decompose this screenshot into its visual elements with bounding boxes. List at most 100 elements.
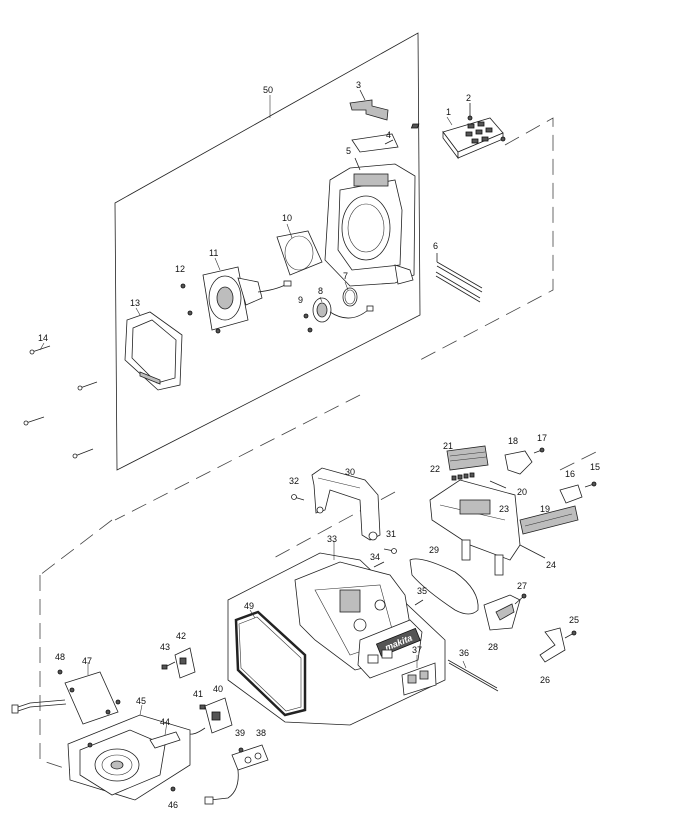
- callout-44: 44: [160, 717, 170, 727]
- part-29-seal: [409, 558, 479, 615]
- callout-31: 31: [386, 529, 396, 539]
- part-20-pin: [489, 480, 507, 489]
- assembly-50-outline: [114, 32, 421, 471]
- callout-38: 38: [256, 728, 266, 738]
- callout-15: 15: [590, 462, 600, 472]
- part-27-screw: [514, 593, 527, 605]
- callout-29: 29: [429, 545, 439, 555]
- part-12-screw: [180, 283, 186, 289]
- part-43-connector: [161, 661, 176, 670]
- part-46-screw: [87, 742, 176, 792]
- callout-1: 1: [446, 107, 451, 117]
- callout-30: 30: [345, 467, 355, 477]
- part-25-screw: [564, 630, 577, 639]
- part-11-woofer: [187, 266, 292, 334]
- callout-18: 18: [508, 436, 518, 446]
- part-26-clip: [539, 627, 566, 663]
- callout-36: 36: [459, 648, 469, 658]
- callout-41: 41: [193, 689, 203, 699]
- callout-3: 3: [356, 80, 361, 90]
- callout-47: 47: [82, 656, 92, 666]
- part-13-rear-cover: [124, 311, 183, 391]
- callout-33: 33: [327, 534, 337, 544]
- guide-lines: [39, 117, 601, 771]
- callout-37: 37: [412, 645, 422, 655]
- callout-6: 6: [433, 241, 438, 251]
- assembly-33-outline: [227, 552, 446, 726]
- part-38-jack-module: [204, 744, 269, 805]
- part-19-strip: [519, 505, 579, 535]
- callout-42: 42: [176, 631, 186, 641]
- part-24-pin: [519, 544, 546, 559]
- part-9-screw: [303, 313, 313, 333]
- leader-lines: [39, 95, 467, 736]
- part-48-screw: [57, 669, 121, 705]
- part-36-rod: [447, 659, 499, 692]
- part-10-gasket: [276, 230, 323, 276]
- part-45-battery-module: [79, 729, 166, 796]
- callout-43: 43: [160, 642, 170, 652]
- callout-16: 16: [565, 469, 575, 479]
- callout-8: 8: [318, 286, 323, 296]
- part-21-grille: [446, 445, 489, 471]
- part-6-cable-ties: [435, 253, 483, 303]
- callout-7: 7: [343, 271, 348, 281]
- callout-5: 5: [346, 146, 351, 156]
- callout-14: 14: [38, 333, 48, 343]
- part-22-parts: [451, 472, 475, 481]
- part-8-tweeter: [312, 297, 374, 323]
- callout-9: 9: [298, 295, 303, 305]
- callout-11: 11: [209, 248, 218, 258]
- part-1-control-panel: [410, 117, 504, 160]
- callout-45: 45: [136, 696, 146, 706]
- part-5-front-housing: [324, 157, 416, 287]
- part-callouts: 1 2 3 4 5 6 7 8 9 10 11 12 13 14 15 16 1…: [38, 80, 600, 810]
- callout-40: 40: [213, 684, 223, 694]
- callout-17: 17: [537, 433, 547, 443]
- part-7-ring: [342, 287, 358, 307]
- callout-10: 10: [282, 213, 292, 223]
- part-15-screw: [584, 481, 597, 488]
- part-14-screws: [23, 345, 98, 459]
- part-16-bracket: [559, 484, 583, 504]
- callout-49: 49: [244, 601, 254, 611]
- part-18-latch: [504, 450, 533, 475]
- part-2-screw: [467, 103, 506, 142]
- part-23-battery-housing: [429, 479, 521, 576]
- part-47-amp-board: [11, 671, 119, 725]
- callout-2: 2: [466, 93, 471, 103]
- callout-46: 46: [168, 800, 178, 810]
- callout-35: 35: [417, 586, 427, 596]
- part-31-screw: [383, 548, 397, 554]
- part-37-switch-block: [401, 662, 437, 696]
- callout-19: 19: [540, 504, 550, 514]
- part-42-board: [174, 647, 196, 679]
- part-39-screw: [238, 747, 244, 753]
- part-40-board: [189, 697, 233, 735]
- callout-20: 20: [517, 487, 527, 497]
- part-30-handle: [311, 467, 381, 541]
- part-35-screw: [414, 599, 424, 606]
- callout-4: 4: [386, 130, 391, 140]
- part-41-connector: [199, 704, 206, 710]
- part-32-screw: [291, 494, 305, 501]
- part-3-label: [349, 89, 389, 121]
- callout-34: 34: [370, 552, 380, 562]
- callout-50: 50: [263, 85, 273, 95]
- callout-12: 12: [175, 264, 185, 274]
- part-44-pad: [149, 731, 181, 749]
- callout-23: 23: [499, 504, 509, 514]
- part-4-lens: [351, 133, 399, 153]
- callout-28: 28: [488, 642, 498, 652]
- callout-32: 32: [289, 476, 299, 486]
- callout-13: 13: [130, 298, 140, 308]
- callout-26: 26: [540, 675, 550, 685]
- callout-48: 48: [55, 652, 65, 662]
- part-49-gasket: [234, 610, 307, 717]
- callout-39: 39: [235, 728, 245, 738]
- callout-22: 22: [430, 464, 440, 474]
- callout-24: 24: [546, 560, 556, 570]
- part-28-knob: [483, 594, 521, 631]
- side-panel: makita: [357, 619, 423, 679]
